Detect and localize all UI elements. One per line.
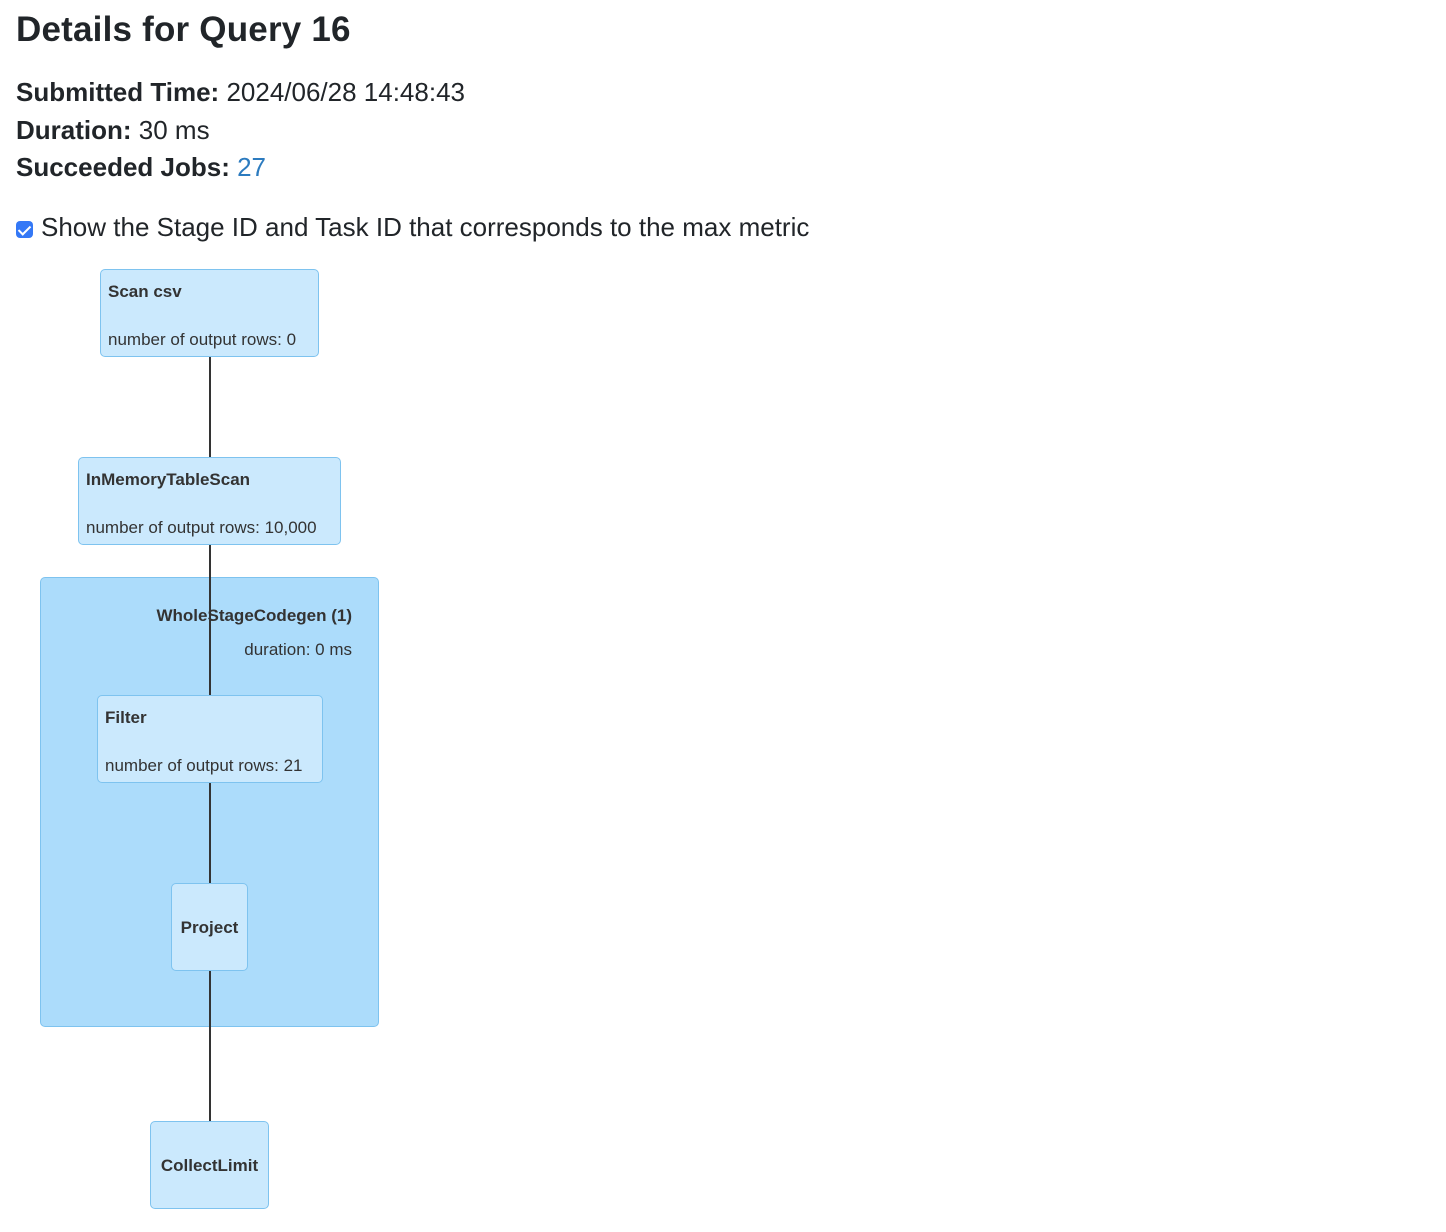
cluster-metric: duration: 0 ms [244,640,352,659]
whole-stage-codegen-cluster[interactable]: WholeStageCodegen (1) duration: 0 ms [40,577,379,1027]
edge-scan-to-inmemory [209,357,211,458]
submitted-time-value: 2024/06/28 14:48:43 [226,77,465,107]
node-name: Filter [105,708,147,727]
node-in-memory-table-scan[interactable]: InMemoryTableScan number of output rows:… [78,457,341,545]
page-title: Details for Query 16 [16,10,351,49]
succeeded-jobs-label: Succeeded Jobs: [16,152,230,182]
node-name: Project [180,918,239,937]
succeeded-jobs-row: Succeeded Jobs: 27 [16,149,465,187]
node-name: InMemoryTableScan [86,470,251,489]
max-metric-checkbox[interactable] [16,221,33,238]
submitted-time-label: Submitted Time: [16,77,220,107]
node-metric: number of output rows: 21 [105,756,303,775]
node-name: Scan csv [108,282,182,301]
node-metric: number of output rows: 10,000 [86,518,317,537]
node-scan-csv[interactable]: Scan csv number of output rows: 0 [100,269,319,357]
edge-project-to-collectlimit [209,971,211,1122]
duration-label: Duration: [16,114,132,145]
succeeded-jobs-link[interactable]: 27 [237,152,267,182]
submitted-time-row: Submitted Time: 2024/06/28 14:48:43 [16,74,465,112]
max-metric-label: Show the Stage ID and Task ID that corre… [41,212,810,242]
query-summary-list: Submitted Time: 2024/06/28 14:48:43 Dura… [16,74,465,187]
duration-row: Duration: 30 ms [16,112,465,150]
node-filter[interactable]: Filter number of output rows: 21 [97,695,323,783]
cluster-name: WholeStageCodegen (1) [156,606,352,625]
node-project[interactable]: Project [171,883,248,971]
node-collect-limit[interactable]: CollectLimit [150,1121,269,1209]
edge-inmemory-to-filter [209,545,211,696]
edge-filter-to-project [209,783,211,884]
node-name: CollectLimit [160,1156,259,1175]
node-metric: number of output rows: 0 [108,330,297,349]
duration-value: 30 ms [138,114,210,145]
max-metric-toggle[interactable]: Show the Stage ID and Task ID that corre… [16,212,809,243]
